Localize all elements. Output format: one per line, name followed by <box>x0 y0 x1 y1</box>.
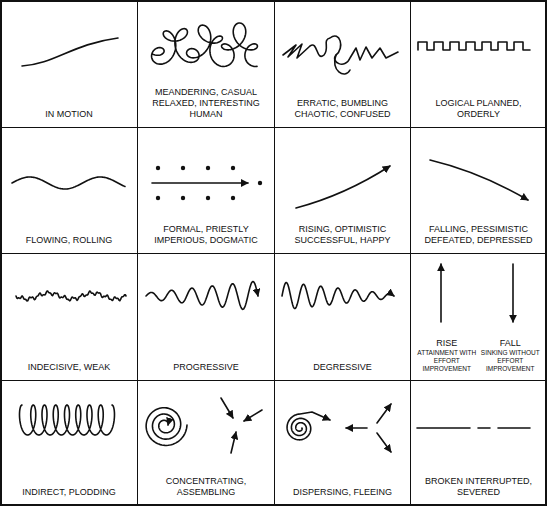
caption-text: INDIRECT, PLODDING <box>22 487 116 498</box>
caption-column: FALLSINKING WITHOUT EFFORT IMPROVEMENT <box>479 338 543 373</box>
caption-cell: DEGRESSIVE <box>274 253 411 381</box>
degressive-wave <box>282 283 394 309</box>
caption-cell: FALLING, PESSIMISTIC DEFEATED, DEPRESSED <box>410 127 547 254</box>
caption-cell: PROGRESSIVE <box>137 253 275 381</box>
caption-cell: IN MOTION <box>0 0 138 128</box>
caption-text: IN MOTION <box>45 109 93 120</box>
rising-arrow <box>296 166 390 208</box>
caption-cell: ERRATIC, BUMBLING CHAOTIC, CONFUSED <box>274 0 411 128</box>
dot <box>231 196 235 200</box>
caption-cell: RISEATTAINMENT WITH EFFORT IMPROVEMENTFA… <box>410 253 547 381</box>
caption-text: MEANDERING, CASUAL RELAXED, INTERESTING … <box>143 87 269 120</box>
converging-arrow <box>244 410 262 421</box>
caption-text: RISE <box>436 338 457 349</box>
caption-text: FALL <box>500 338 521 349</box>
motion-curve <box>22 38 118 66</box>
caption-column: RISEATTAINMENT WITH EFFORT IMPROVEMENT <box>415 338 479 373</box>
caption-text: ERRATIC, BUMBLING CHAOTIC, CONFUSED <box>280 98 406 120</box>
caption-row: RISEATTAINMENT WITH EFFORT IMPROVEMENTFA… <box>415 338 542 373</box>
caption-cell: RISING, OPTIMISTIC SUCCESSFUL, HAPPY <box>274 127 411 254</box>
caption-text: DISPERSING, FLEEING <box>293 487 392 498</box>
dot <box>181 196 185 200</box>
caption-cell: FLOWING, ROLLING <box>0 127 138 254</box>
dot <box>156 166 160 170</box>
plodding-coil <box>19 405 114 435</box>
outward-spiral <box>287 412 330 440</box>
weak-wobble <box>16 291 126 301</box>
inward-spiral <box>146 408 187 446</box>
falling-arrow <box>430 160 528 200</box>
meander-line <box>152 23 258 66</box>
progressive-wave <box>146 282 258 310</box>
flowing-wave <box>12 177 125 189</box>
rise-arrow <box>440 264 442 322</box>
erratic-loop <box>335 55 350 74</box>
erratic-line <box>283 36 398 64</box>
caption-cell: BROKEN INTERRUPTED, SEVERED <box>410 380 547 506</box>
diverging-arrow <box>377 433 391 452</box>
dot <box>156 196 160 200</box>
caption-text: DEGRESSIVE <box>313 362 372 373</box>
caption-text: FORMAL, PRIESTLY IMPERIOUS, DOGMATIC <box>143 224 269 246</box>
dot <box>181 166 185 170</box>
dot <box>206 196 210 200</box>
caption-text: RISING, OPTIMISTIC SUCCESSFUL, HAPPY <box>280 224 406 246</box>
caption-text: BROKEN INTERRUPTED, SEVERED <box>416 476 542 498</box>
diverging-arrow <box>377 404 391 423</box>
caption-cell: LOGICAL PLANNED, ORDERLY <box>410 0 547 128</box>
square-wave <box>418 42 530 50</box>
caption-cell: DISPERSING, FLEEING <box>274 380 411 506</box>
caption-cell: MEANDERING, CASUAL RELAXED, INTERESTING … <box>137 0 275 128</box>
caption-text: LOGICAL PLANNED, ORDERLY <box>416 98 542 120</box>
caption-text: INDECISIVE, WEAK <box>28 362 111 373</box>
dot <box>258 181 262 185</box>
caption-cell: INDIRECT, PLODDING <box>0 380 138 506</box>
fall-arrow <box>512 264 514 322</box>
dot <box>206 166 210 170</box>
caption-cell: CONCENTRATING, ASSEMBLING <box>137 380 275 506</box>
caption-note: ATTAINMENT WITH EFFORT IMPROVEMENT <box>417 349 477 373</box>
caption-text: FALLING, PESSIMISTIC DEFEATED, DEPRESSED <box>416 224 542 246</box>
caption-text: FLOWING, ROLLING <box>26 235 113 246</box>
formal-arrow <box>152 182 248 184</box>
broken-line <box>417 427 530 429</box>
converging-arrow <box>221 398 233 418</box>
caption-cell: FORMAL, PRIESTLY IMPERIOUS, DOGMATIC <box>137 127 275 254</box>
diverging-arrow <box>346 427 367 429</box>
caption-cell: INDECISIVE, WEAK <box>0 253 138 381</box>
caption-note: SINKING WITHOUT EFFORT IMPROVEMENT <box>480 349 540 373</box>
caption-text: PROGRESSIVE <box>173 362 239 373</box>
converging-arrow <box>231 432 236 453</box>
dot <box>231 166 235 170</box>
caption-text: CONCENTRATING, ASSEMBLING <box>143 476 269 498</box>
